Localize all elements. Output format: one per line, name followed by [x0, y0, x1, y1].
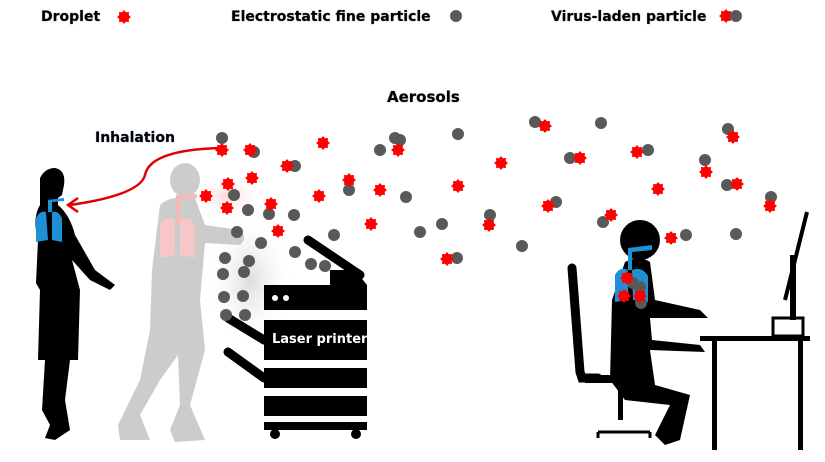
- droplet: [440, 252, 454, 266]
- droplet: [221, 177, 235, 191]
- droplet: [220, 201, 234, 215]
- woman-figure: [35, 168, 115, 440]
- fine-particle: [389, 132, 401, 144]
- fine-particle: [765, 191, 777, 203]
- fine-particle: [217, 268, 229, 280]
- droplet: [573, 151, 587, 165]
- droplet: [342, 173, 356, 187]
- droplet: [726, 130, 740, 144]
- fine-particle: [288, 209, 300, 221]
- droplet: [730, 177, 744, 191]
- fine-particle: [516, 240, 528, 252]
- fine-particle: [400, 191, 412, 203]
- legend-virus-particle-label: Virus-laden particle: [551, 9, 707, 25]
- droplet: [264, 197, 278, 211]
- fine-particle: [374, 144, 386, 156]
- droplet: [245, 171, 259, 185]
- droplet: [620, 271, 634, 285]
- fine-particle: [721, 179, 733, 191]
- droplet: [617, 289, 631, 303]
- droplet: [630, 145, 644, 159]
- fine-particle: [452, 128, 464, 140]
- legend-droplet-label: Droplet: [41, 9, 101, 25]
- fine-particle: [289, 160, 301, 172]
- fine-particle: [484, 209, 496, 221]
- droplet: [651, 182, 665, 196]
- fine-particle: [237, 290, 249, 302]
- droplet: [312, 189, 326, 203]
- fine-particle: [255, 237, 267, 249]
- fine-particle: [436, 218, 448, 230]
- fine-particle: [231, 226, 243, 238]
- droplet: [243, 143, 257, 157]
- fine-particle: [238, 266, 250, 278]
- fine-particle: [722, 123, 734, 135]
- fine-particle: [289, 246, 301, 258]
- aerosols-title: Aerosols: [387, 88, 460, 106]
- fine-particle: [219, 252, 231, 264]
- fine-particle: [305, 258, 317, 270]
- fine-particle: [218, 291, 230, 303]
- fine-particle: [239, 309, 251, 321]
- fine-particle: [328, 229, 340, 241]
- fine-particle: [216, 132, 228, 144]
- droplet: [541, 199, 555, 213]
- fine-particle: [242, 204, 254, 216]
- fine-particle: [680, 229, 692, 241]
- fine-particle: [564, 152, 576, 164]
- droplet: [391, 143, 405, 157]
- fine-particle: [597, 216, 609, 228]
- fine-particle: [414, 226, 426, 238]
- droplet: [373, 183, 387, 197]
- droplet: [763, 199, 777, 213]
- droplet: [271, 224, 285, 238]
- droplet: [482, 218, 496, 232]
- fine-particle: [642, 144, 654, 156]
- laser-printer-figure: [223, 235, 367, 439]
- fine-particle: [595, 117, 607, 129]
- droplet: [280, 159, 294, 173]
- legend-virus-dot-icon: [730, 10, 742, 22]
- droplet: [494, 156, 508, 170]
- droplet: [664, 231, 678, 245]
- legend-fine-particle-icon: [450, 10, 462, 22]
- droplet: [199, 189, 213, 203]
- fine-particle: [220, 309, 232, 321]
- droplet: [451, 179, 465, 193]
- fine-particle: [699, 154, 711, 166]
- droplet: [604, 208, 618, 222]
- ghost-man-figure: [118, 163, 244, 442]
- legend-droplet-icon: [117, 10, 131, 24]
- droplet: [364, 217, 378, 231]
- droplet: [215, 143, 229, 157]
- fine-particle: [319, 260, 331, 272]
- fine-particle: [634, 281, 646, 293]
- fine-particle: [243, 255, 255, 267]
- arrowhead-icon: [65, 196, 79, 214]
- fine-particle: [228, 189, 240, 201]
- seated-worker-figure: [567, 211, 810, 450]
- fine-particle: [451, 252, 463, 264]
- droplet: [633, 289, 647, 303]
- printer-label: Laser printer: [272, 332, 368, 347]
- inhalation-label: Inhalation: [95, 130, 175, 146]
- droplet: [316, 136, 330, 150]
- droplet: [538, 119, 552, 133]
- fine-particle: [263, 208, 275, 220]
- legend-fine-particle-label: Electrostatic fine particle: [231, 9, 431, 25]
- inhalation-arrow: [69, 146, 221, 207]
- aerosol-particles: [117, 9, 777, 321]
- fine-particle: [343, 184, 355, 196]
- droplet: [699, 165, 713, 179]
- fine-particle: [730, 228, 742, 240]
- fine-particle: [529, 116, 541, 128]
